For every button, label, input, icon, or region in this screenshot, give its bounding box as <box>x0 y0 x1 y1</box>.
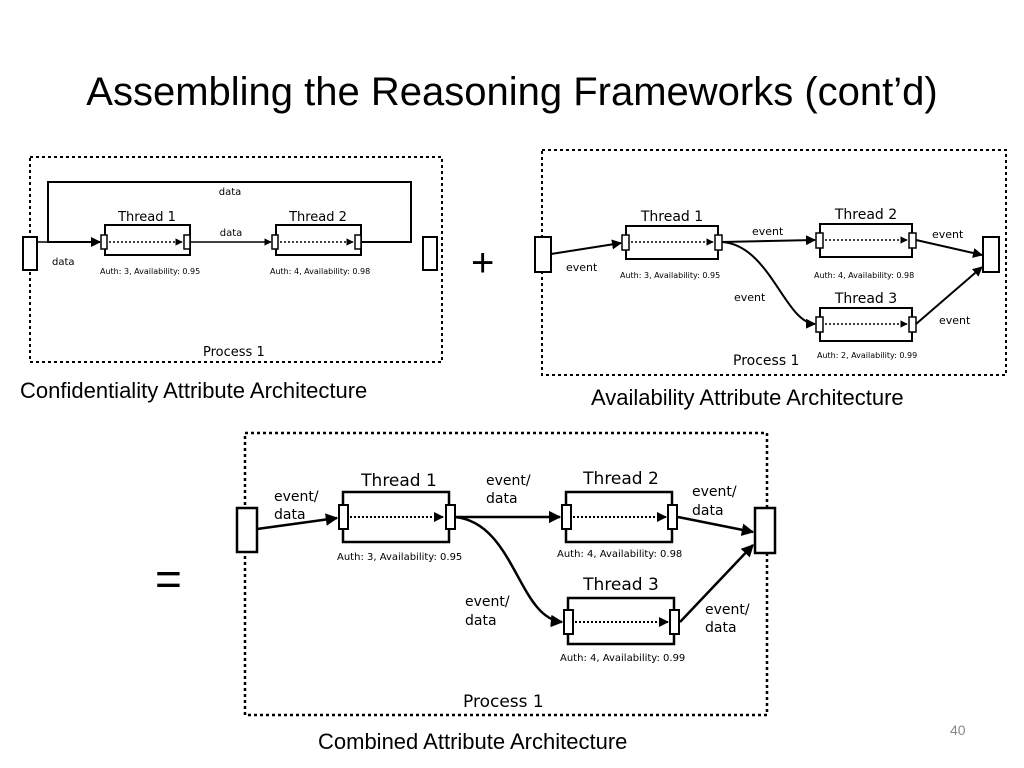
thread-1-out-port <box>183 234 191 250</box>
t3-out-flow-label: event/ data <box>705 602 754 636</box>
thread-2-attrs: Auth: 4, Availability: 0.98 <box>557 549 682 560</box>
t2-out-flow-label-line1: event/ <box>692 484 737 500</box>
input-flow-label: data <box>52 257 75 268</box>
t1-t3-flow-label-line2: data <box>465 613 497 629</box>
thread-1-box <box>104 224 191 256</box>
thread-1-in-port <box>621 234 630 251</box>
thread-2-attrs: Auth: 4, Availability: 0.98 <box>270 267 370 276</box>
input-flow-label-line1: event/ <box>274 489 319 505</box>
thread-2-out-port <box>354 234 362 250</box>
thread-1-attrs: Auth: 3, Availability: 0.95 <box>100 267 200 276</box>
thread-3-to-output-flow <box>679 544 754 623</box>
thread-3-out-port <box>669 609 680 635</box>
thread-1-out-port <box>714 234 723 251</box>
t2-out-flow-label: event/ data <box>692 484 741 519</box>
input-port <box>235 506 259 554</box>
thread-3-in-port <box>563 609 574 635</box>
confidentiality-diagram: Thread 1 Auth: 3, Availability: 0.95 Thr… <box>22 156 443 363</box>
slide-title: Assembling the Reasoning Frameworks (con… <box>86 70 938 114</box>
output-port <box>422 236 438 271</box>
t1-t3-flow-label-line1: event/ <box>465 594 510 610</box>
thread-2-label: Thread 2 <box>834 207 897 223</box>
t2-out-flow-label-line2: data <box>692 503 724 519</box>
thread-1-in-port <box>100 234 108 250</box>
thread-1-to-thread-3-flow <box>454 515 564 628</box>
t1-t2-flow-label: event <box>752 225 784 238</box>
t1-t2-flow-label-line1: event/ <box>486 473 531 489</box>
thread-2-out-port <box>667 504 678 530</box>
t2-out-flow-label: event <box>932 228 964 241</box>
page-number: 40 <box>950 722 966 738</box>
thread-2-in-port <box>815 232 824 249</box>
thread-2-in-port <box>271 234 279 250</box>
input-flow-label: event/ data <box>274 489 323 523</box>
thread-1-label: Thread 1 <box>360 471 437 491</box>
thread-3-label: Thread 3 <box>582 575 659 595</box>
input-to-thread-1-flow <box>550 239 622 255</box>
plus-sign: + <box>471 241 495 285</box>
process-boundary <box>243 431 769 717</box>
thread-2-in-port <box>561 504 572 530</box>
thread-2-to-output-flow <box>677 515 755 536</box>
t1-t2-flow-label-line2: data <box>486 491 518 507</box>
thread-1-to-thread-2-flow <box>721 235 816 246</box>
thread-3-attrs: Auth: 2, Availability: 0.99 <box>817 351 917 360</box>
process-boundary <box>29 156 443 363</box>
t3-out-flow-label: event <box>939 314 971 327</box>
t3-out-flow-label-line1: event/ <box>705 602 750 618</box>
thread-2-box <box>275 224 362 256</box>
thread-3-label: Thread 3 <box>834 291 897 307</box>
thread-1-label: Thread 1 <box>117 210 176 225</box>
process-label: Process 1 <box>733 353 799 369</box>
t1-t3-flow-label: event/ data <box>465 594 514 629</box>
input-port <box>22 236 38 271</box>
process-boundary <box>541 149 1007 376</box>
mid-flow-label: data <box>220 228 243 239</box>
process-label: Process 1 <box>203 345 265 360</box>
thread-2-label: Thread 2 <box>288 210 347 225</box>
t1-t3-flow-label: event <box>734 291 766 304</box>
thread-2-attrs: Auth: 4, Availability: 0.98 <box>814 271 914 280</box>
process-label: Process 1 <box>463 692 544 712</box>
input-to-thread-1-flow <box>256 513 339 531</box>
t3-out-flow-label-line2: data <box>705 620 737 636</box>
thread-1-label: Thread 1 <box>640 209 703 225</box>
thread-3-to-output-flow <box>915 266 983 325</box>
thread-1-out-port <box>445 504 456 530</box>
input-flow-label-line2: data <box>274 507 306 523</box>
thread-2-label: Thread 2 <box>582 469 659 489</box>
thread-1-attrs: Auth: 3, Availability: 0.95 <box>337 552 462 563</box>
confidentiality-caption: Confidentiality Attribute Architecture <box>20 378 368 403</box>
thread-3-out-port <box>908 316 917 333</box>
output-port <box>753 506 777 555</box>
input-port <box>534 236 552 273</box>
thread-1-attrs: Auth: 3, Availability: 0.95 <box>620 271 720 280</box>
loop-back-flow <box>47 181 412 247</box>
equals-sign: = <box>155 553 182 605</box>
availability-caption: Availability Attribute Architecture <box>591 385 904 410</box>
input-flow-label: event <box>566 261 598 274</box>
thread-2-to-output-flow <box>915 239 983 258</box>
thread-3-attrs: Auth: 4, Availability: 0.99 <box>560 653 685 664</box>
thread-1-to-thread-3-flow <box>721 241 816 329</box>
t1-t2-flow-label: event/ data <box>486 473 535 507</box>
combined-caption: Combined Attribute Architecture <box>318 729 628 754</box>
thread-3-in-port <box>815 316 824 333</box>
availability-diagram: Thread 1 Auth: 3, Availability: 0.95 Thr… <box>534 149 1007 376</box>
output-port <box>982 236 1000 273</box>
combined-diagram: Thread 1 Auth: 3, Availability: 0.95 Thr… <box>235 431 777 717</box>
thread-1-in-port <box>338 504 349 530</box>
thread-2-out-port <box>908 232 917 249</box>
loop-flow-label: data <box>219 187 242 198</box>
